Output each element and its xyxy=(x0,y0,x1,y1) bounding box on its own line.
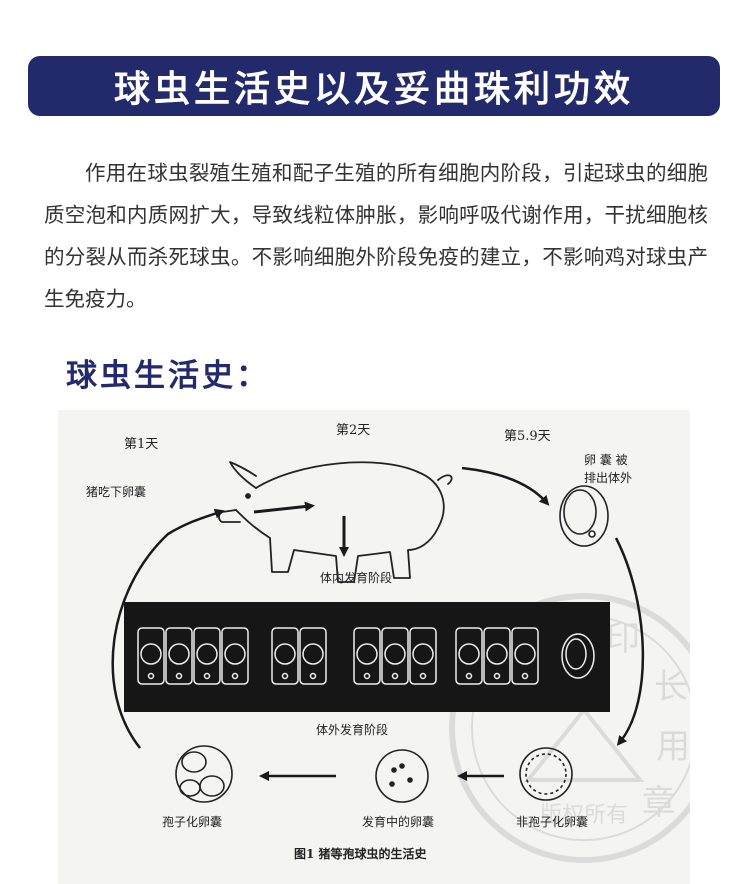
arrow-to-pig xyxy=(111,508,225,749)
life-cycle-figure: 印 长 用 章 版权所有 第1天 猪吃下卵囊 第2天 第5.9天 卵 囊 被 排… xyxy=(58,410,690,884)
svg-text:章: 章 xyxy=(642,783,676,823)
label-day3: 第5.9天 xyxy=(504,429,551,444)
oocyst-excreted xyxy=(559,485,609,547)
intro-paragraph: 作用在球虫裂殖生殖和配子生殖的所有细胞内阶段，引起球虫的细胞质空泡和内质网扩大，… xyxy=(44,161,708,311)
cell-group-4 xyxy=(455,627,539,685)
label-day2: 第2天 xyxy=(336,423,370,438)
cell-group-3 xyxy=(353,627,437,685)
label-day1: 第1天 xyxy=(124,437,158,452)
title-banner: 球虫生活史以及妥曲珠利功效 xyxy=(28,56,720,116)
figure-caption: 图1 猪等孢球虫的生活史 xyxy=(294,846,428,861)
section-title: 球虫生活史： xyxy=(66,358,270,394)
cell-group-2 xyxy=(271,627,327,685)
cell-oocyst-strip xyxy=(561,633,595,679)
label-unsporulated: 非孢子化卵囊 xyxy=(516,814,588,829)
watermark-seal: 印 长 用 章 版权所有 xyxy=(449,593,690,863)
svg-text:印: 印 xyxy=(606,619,640,659)
cell-group-1 xyxy=(137,627,249,685)
label-day1-note: 猪吃下卵囊 xyxy=(86,484,146,499)
label-external-stage: 体外发育阶段 xyxy=(316,722,388,737)
arrow-to-excreted xyxy=(461,466,550,506)
oocyst-unsporulated xyxy=(519,747,573,801)
oocyst-sporulated xyxy=(175,745,233,803)
life-cycle-diagram: 印 长 用 章 版权所有 第1天 猪吃下卵囊 第2天 第5.9天 卵 囊 被 排… xyxy=(86,423,690,863)
internal-development-strip xyxy=(124,602,610,712)
svg-text:版权所有: 版权所有 xyxy=(540,803,628,828)
label-excreted-2: 排出体外 xyxy=(584,471,632,485)
svg-text:用: 用 xyxy=(656,727,690,767)
label-excreted-1: 卵 囊 被 xyxy=(584,452,628,467)
label-sporulated: 孢子化卵囊 xyxy=(162,814,222,829)
banner-title: 球虫生活史以及妥曲珠利功效 xyxy=(113,69,634,110)
label-developing: 发育中的卵囊 xyxy=(362,814,434,829)
pig-illustration xyxy=(218,461,453,583)
oocyst-developing xyxy=(375,749,429,803)
arrow-to-unsporulated xyxy=(614,537,645,746)
label-internal-stage: 体内发育阶段 xyxy=(320,570,392,585)
svg-text:长: 长 xyxy=(654,667,688,707)
